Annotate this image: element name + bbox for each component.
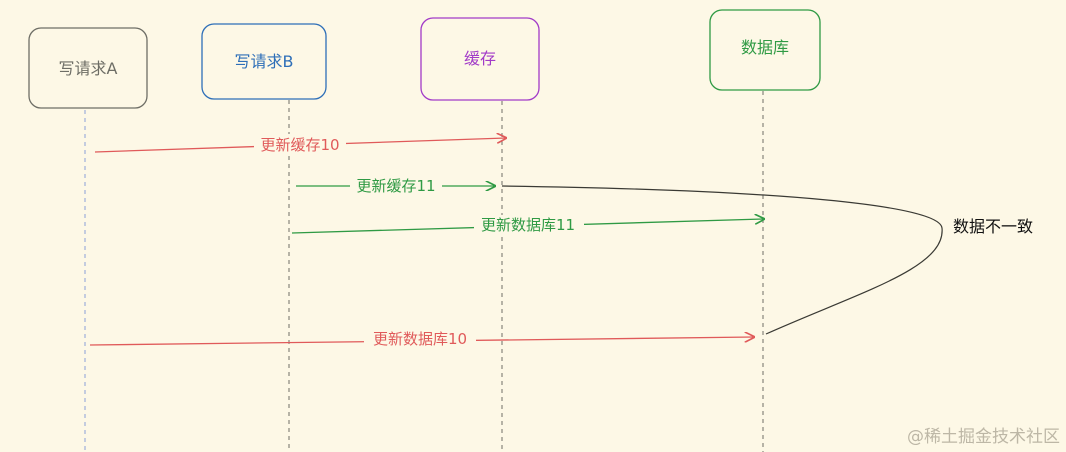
- actor-write-request-b: 写请求B: [201, 23, 327, 100]
- actor-database: 数据库: [709, 9, 821, 91]
- message-update-cache-10: 更新缓存10: [94, 134, 506, 154]
- message-update-database-11: 更新数据库11: [291, 215, 764, 235]
- message-update-cache-11: 更新缓存11: [296, 176, 495, 196]
- message-label: 更新数据库11: [481, 216, 575, 234]
- message-update-database-10: 更新数据库10: [89, 329, 754, 349]
- message-label: 更新缓存11: [356, 177, 435, 195]
- watermark: @稀土掘金技术社区: [907, 427, 1060, 447]
- message-label: 更新缓存10: [260, 136, 339, 154]
- actor-label: 写请求B: [235, 52, 294, 71]
- actor-label: 缓存: [464, 49, 496, 68]
- actor-label: 写请求A: [59, 59, 118, 78]
- actor-write-request-a: 写请求A: [28, 27, 148, 109]
- inconsistency-bracket: [501, 185, 943, 335]
- actor-cache: 缓存: [420, 17, 540, 101]
- inconsistency-label: 数据不一致: [953, 217, 1033, 236]
- message-label: 更新数据库10: [373, 330, 467, 348]
- actor-label: 数据库: [741, 38, 789, 57]
